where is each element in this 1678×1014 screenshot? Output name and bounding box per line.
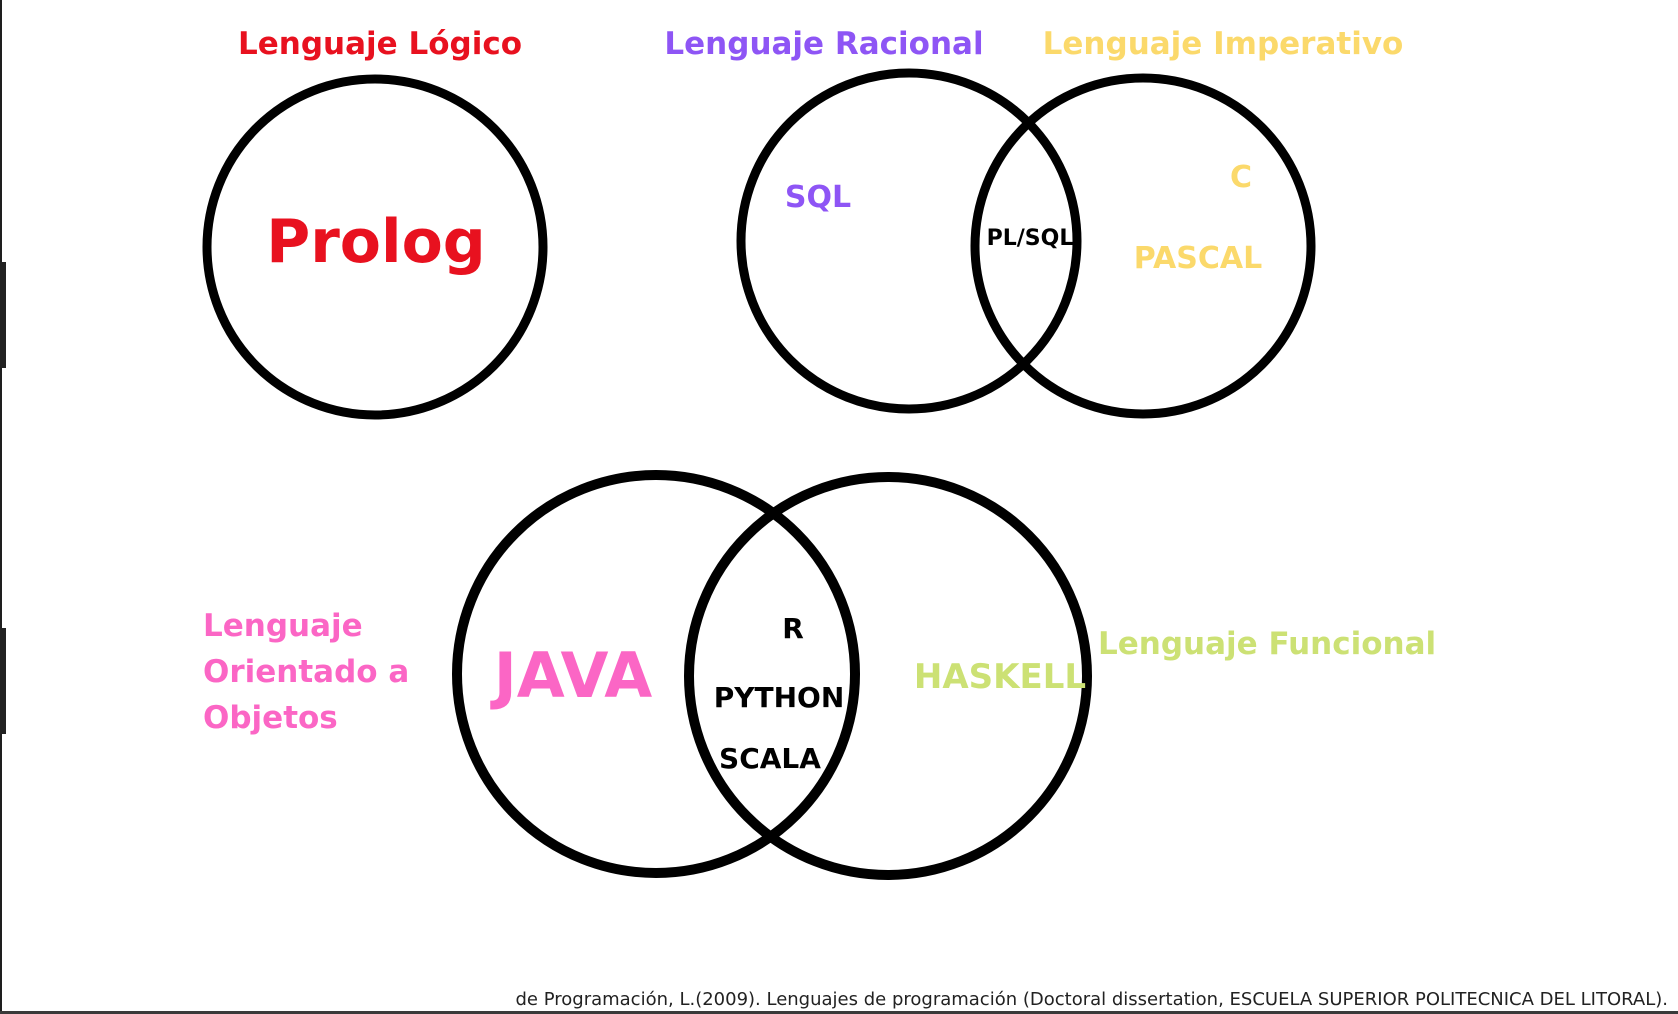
lang-pascal: PASCAL	[1134, 241, 1262, 276]
window-left-edge	[0, 0, 6, 1014]
lang-scala: SCALA	[719, 742, 821, 775]
circle-objetos	[452, 470, 860, 878]
edge-marker	[0, 262, 6, 368]
lang-sql: SQL	[785, 180, 851, 215]
group-racional-imperativo: Lenguaje Racional Lenguaje Imperativo SQ…	[664, 26, 1404, 419]
title-objetos-line-2: Orientado a	[203, 654, 409, 690]
window-bottom-edge	[0, 1011, 1678, 1014]
lang-c: C	[1230, 160, 1252, 195]
lang-haskell: HASKELL	[914, 657, 1086, 697]
citation-text: de Programación, L.(2009). Lenguajes de …	[515, 989, 1668, 1010]
title-funcional: Lenguaje Funcional	[1098, 626, 1436, 662]
circle-imperativo	[970, 73, 1316, 419]
lang-prolog: Prolog	[266, 207, 486, 277]
circle-logico	[202, 74, 548, 420]
lang-plsql: PL/SQL	[987, 226, 1074, 251]
title-objetos-line-1: Lenguaje	[203, 608, 363, 644]
title-objetos-line-3: Objetos	[203, 700, 338, 736]
circle-racional	[736, 68, 1082, 414]
title-racional: Lenguaje Racional	[664, 26, 983, 62]
group-objetos-funcional: Lenguaje Orientado a Objetos Lenguaje Fu…	[203, 470, 1436, 880]
title-logico: Lenguaje Lógico	[238, 26, 522, 62]
lang-python: PYTHON	[714, 681, 845, 714]
circle-funcional	[684, 472, 1092, 880]
group-logico: Lenguaje Lógico Prolog	[202, 26, 548, 420]
title-imperativo: Lenguaje Imperativo	[1043, 26, 1404, 62]
edge-marker	[0, 628, 6, 734]
lang-r: R	[782, 612, 804, 645]
lang-java: JAVA	[490, 639, 653, 712]
